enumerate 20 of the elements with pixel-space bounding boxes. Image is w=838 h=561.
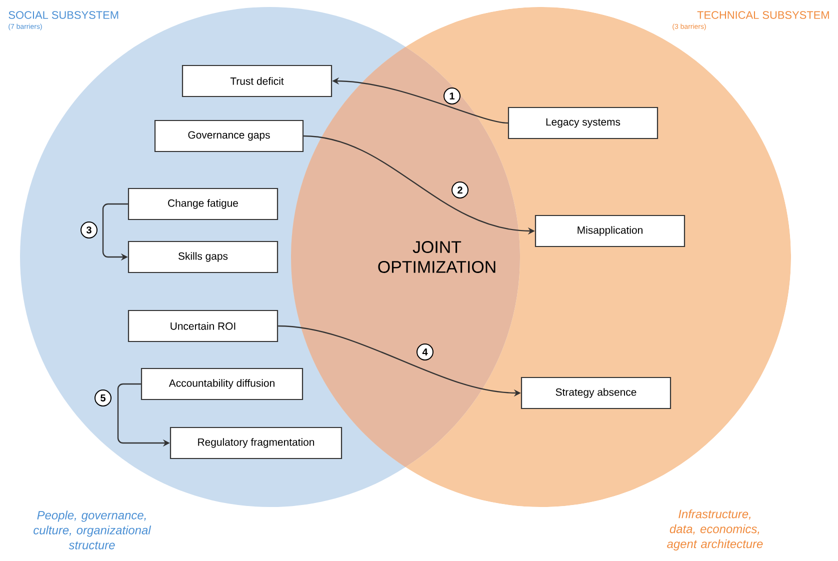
barrier-box: Strategy absence (520, 376, 672, 410)
barrier-box: Accountability diffusion (140, 368, 304, 400)
description: People, governance, culture, organizational structure (34, 510, 152, 550)
barrier-box: Change fatigue (128, 188, 278, 220)
barrier-box: Governance gaps (154, 120, 304, 152)
description: Infrastructure, data, economics, agent architecture (667, 509, 763, 550)
barrier-box: Skills gaps (128, 240, 278, 274)
barrier-box: Regulatory fragmentation (170, 426, 342, 460)
callout-number: 5 (94, 390, 112, 406)
barrier-box: Trust deficit (182, 64, 332, 98)
center-label: JOINT OPTIMIZATION (378, 241, 496, 273)
subsystem-heading: TECHNICAL SUBSYSTEM (697, 11, 829, 19)
subsystem-heading: SOCIAL SUBSYSTEM (8, 11, 118, 19)
callout-number: 3 (80, 222, 98, 238)
barrier-box: Misapplication (534, 214, 686, 248)
callout-number: 4 (416, 344, 434, 360)
barrier-box: Uncertain ROI (128, 310, 278, 342)
callout-number: 1 (444, 88, 460, 104)
barrier-box: Legacy systems (508, 106, 658, 140)
callout-number: 2 (452, 182, 468, 198)
